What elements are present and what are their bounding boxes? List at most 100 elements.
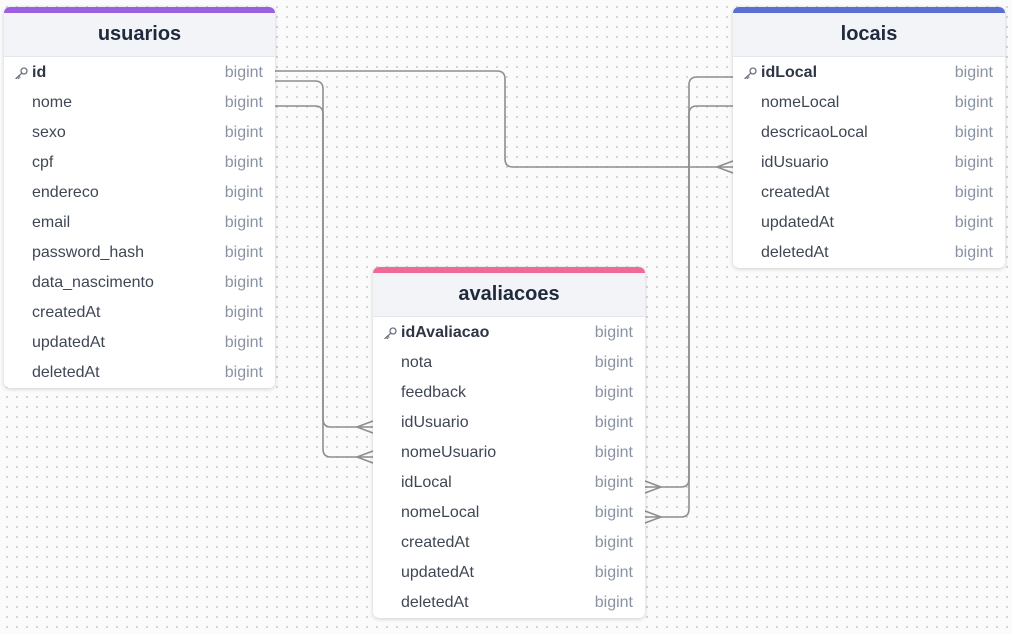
column-row[interactable]: sexo bigint [4, 118, 275, 148]
relation-locais-nomelocal-to-avaliacoes-nomelocal[interactable] [645, 105, 733, 518]
column-name: id [32, 64, 47, 81]
crowfoot-marker [354, 420, 374, 434]
column-row[interactable]: feedback bigint [373, 378, 645, 408]
column-type: bigint [224, 274, 263, 291]
column-type: bigint [594, 354, 633, 371]
table-title: locais [733, 7, 1005, 57]
column-type: bigint [954, 184, 993, 201]
primary-key-icon [14, 67, 28, 79]
column-type: bigint [954, 214, 993, 231]
column-type: bigint [594, 594, 633, 611]
column-name: idLocal [401, 474, 452, 491]
column-type: bigint [954, 94, 993, 111]
column-type: bigint [594, 564, 633, 581]
crowfoot-marker [644, 480, 664, 494]
column-type: bigint [954, 244, 993, 261]
column-name: idUsuario [401, 414, 469, 431]
column-type: bigint [594, 504, 633, 521]
column-row[interactable]: cpf bigint [4, 148, 275, 178]
column-name: nomeLocal [401, 504, 480, 521]
column-name: nomeLocal [761, 94, 840, 111]
column-name: data_nascimento [32, 274, 154, 291]
column-row[interactable]: email bigint [4, 208, 275, 238]
column-type: bigint [224, 214, 263, 231]
column-type: bigint [224, 334, 263, 351]
column-type: bigint [224, 184, 263, 201]
column-name: feedback [401, 384, 466, 401]
column-name: idUsuario [761, 154, 829, 171]
column-name: descricaoLocal [761, 124, 868, 141]
column-name: email [32, 214, 71, 231]
column-type: bigint [224, 244, 263, 261]
column-type: bigint [224, 154, 263, 171]
column-row[interactable]: nomeLocal bigint [373, 498, 645, 528]
table-title: usuarios [4, 7, 275, 57]
column-row[interactable]: createdAt bigint [4, 298, 275, 328]
crowfoot-marker [714, 160, 734, 174]
column-name: nomeUsuario [401, 444, 497, 461]
column-type: bigint [224, 304, 263, 321]
crowfoot-marker [354, 450, 374, 464]
column-name: deletedAt [32, 364, 100, 381]
column-type: bigint [224, 124, 263, 141]
relation-usuarios-nome-to-avaliacoes-nomeusuario[interactable] [275, 105, 373, 458]
column-name: sexo [32, 124, 66, 141]
column-type: bigint [594, 324, 633, 341]
column-name: createdAt [32, 304, 101, 321]
column-row[interactable]: data_nascimento bigint [4, 268, 275, 298]
column-name: deletedAt [761, 244, 829, 261]
column-row[interactable]: endereco bigint [4, 178, 275, 208]
column-name: idLocal [761, 64, 818, 81]
column-row[interactable]: password_hash bigint [4, 238, 275, 268]
column-name: nome [32, 94, 73, 111]
column-row[interactable]: deletedAt bigint [373, 588, 645, 618]
relation-usuarios-id-to-locais-idusuario[interactable] [275, 70, 733, 168]
column-type: bigint [224, 64, 263, 81]
column-row[interactable]: idLocal bigint [373, 468, 645, 498]
column-row[interactable]: idUsuario bigint [373, 408, 645, 438]
column-type: bigint [594, 474, 633, 491]
primary-key-icon [743, 67, 757, 79]
column-name: deletedAt [401, 594, 469, 611]
column-type: bigint [224, 364, 263, 381]
column-type: bigint [954, 154, 993, 171]
crowfoot-marker [644, 510, 664, 524]
column-row[interactable]: nota bigint [373, 348, 645, 378]
column-row[interactable]: updatedAt bigint [4, 328, 275, 358]
column-row[interactable]: deletedAt bigint [4, 358, 275, 388]
column-type: bigint [594, 534, 633, 551]
column-row[interactable]: updatedAt bigint [373, 558, 645, 588]
column-type: bigint [954, 124, 993, 141]
column-row[interactable]: nomeLocal bigint [733, 88, 1005, 118]
primary-key-icon [383, 327, 397, 339]
column-row[interactable]: idUsuario bigint [733, 148, 1005, 178]
column-type: bigint [954, 64, 993, 81]
column-type: bigint [594, 384, 633, 401]
column-name: endereco [32, 184, 99, 201]
column-row[interactable]: descricaoLocal bigint [733, 118, 1005, 148]
column-row[interactable]: createdAt bigint [733, 178, 1005, 208]
column-name: updatedAt [32, 334, 105, 351]
column-row[interactable]: deletedAt bigint [733, 238, 1005, 268]
column-name: password_hash [32, 244, 145, 261]
column-row[interactable]: idLocal bigint [733, 58, 1005, 88]
column-type: bigint [594, 414, 633, 431]
column-name: createdAt [761, 184, 830, 201]
column-name: updatedAt [401, 564, 474, 581]
column-row[interactable]: id bigint [4, 58, 275, 88]
column-name: cpf [32, 154, 54, 171]
column-name: nota [401, 354, 433, 371]
relation-usuarios-id-to-avaliacoes-idusuario[interactable] [275, 80, 373, 428]
